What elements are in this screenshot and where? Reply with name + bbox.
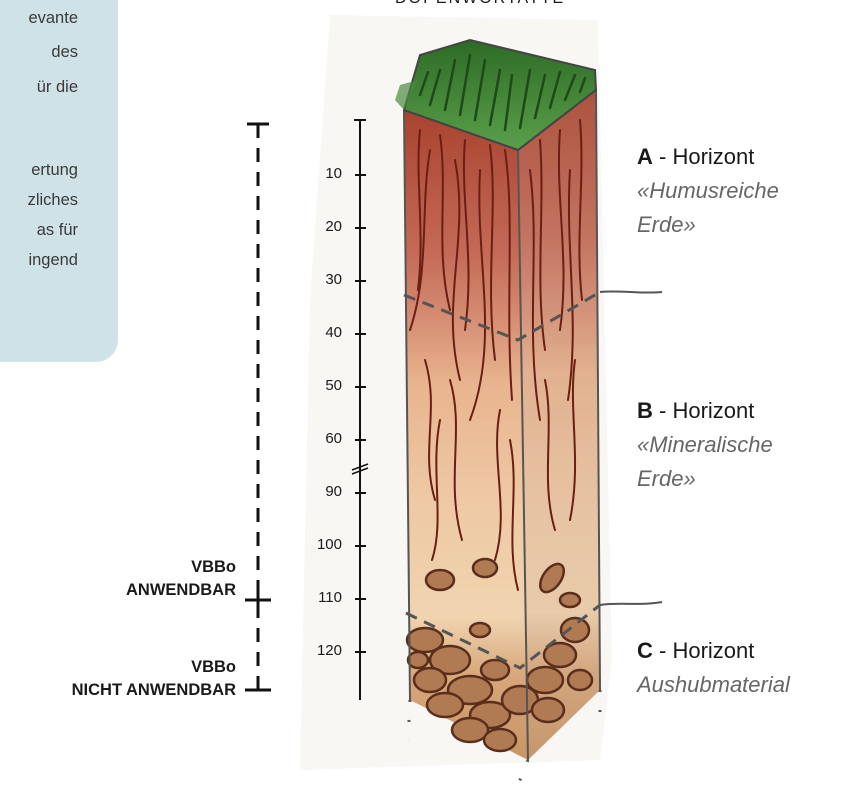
horizon-c-label: C - Horizont Aushubmaterial [637, 634, 790, 702]
depth-label: 110 [297, 589, 342, 606]
horizon-b-label: B - Horizont «Mineralische Erde» [637, 394, 773, 496]
horizon-a-label: A - Horizont «Humusreiche Erde» [637, 140, 779, 242]
vbbo-applicable-label: VBBo ANWENDBAR [126, 556, 236, 602]
vbbo-not-applicable-label: VBBo NICHT ANWENDBAR [72, 656, 236, 702]
depth-label: 60 [297, 430, 342, 447]
depth-label: 30 [297, 271, 342, 288]
depth-label: 10 [297, 165, 342, 182]
depth-label: 90 [297, 483, 342, 500]
depth-label: 20 [297, 218, 342, 235]
depth-label: 100 [297, 536, 342, 553]
depth-label: 120 [297, 642, 342, 659]
vbbo-bracket [245, 124, 271, 690]
depth-label: 50 [297, 377, 342, 394]
depth-label: 40 [297, 324, 342, 341]
soil-column [404, 90, 600, 785]
